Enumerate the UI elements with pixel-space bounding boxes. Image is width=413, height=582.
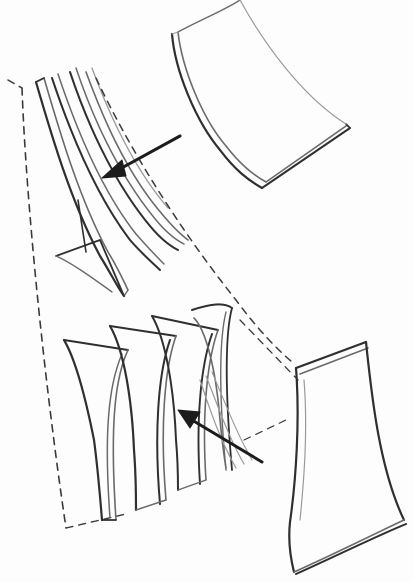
- upper-fin-stack: [36, 68, 188, 296]
- bottom-curved-plate: [289, 342, 406, 574]
- arrowhead-icon: [178, 410, 200, 428]
- top-curved-plate: [172, 0, 350, 188]
- lower-fin-row: [64, 304, 252, 520]
- construction-lines: [8, 78, 298, 528]
- arrowhead-icon: [102, 160, 126, 178]
